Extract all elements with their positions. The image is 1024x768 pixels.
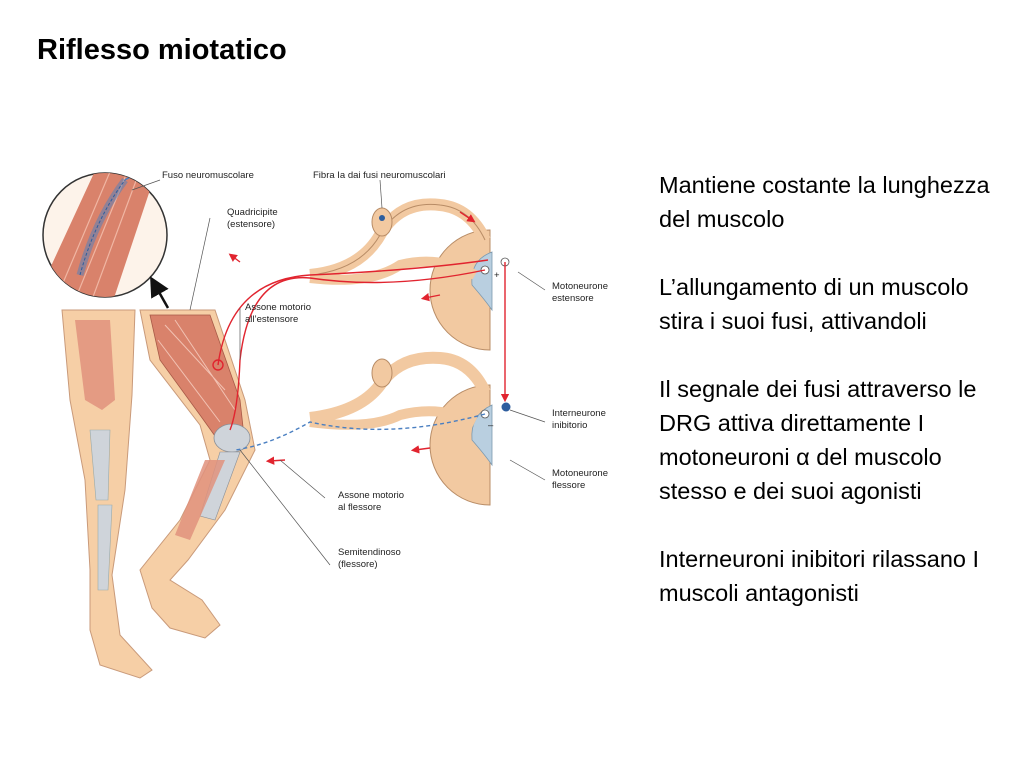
label-fibra: Fibra Ia dai fusi neuromuscolari <box>313 170 446 181</box>
paragraph-1: Mantiene costante la lunghezza del musco… <box>659 172 990 232</box>
label-semitendinoso-sub: (flessore) <box>338 559 378 570</box>
label-motoneurone-est-sub: estensore <box>552 293 594 304</box>
label-fuso: Fuso neuromuscolare <box>162 170 254 181</box>
label-assone-fl-sub: al flessore <box>338 502 381 513</box>
leader-lines <box>131 179 546 566</box>
axons <box>217 211 510 465</box>
label-assone-est-sub: all’estensore <box>245 314 298 325</box>
paragraph-2: L’allungamento di un muscolo stira i suo… <box>659 274 969 334</box>
label-semitendinoso: Semitendinoso <box>338 547 401 558</box>
label-quadricipite: Quadricipite <box>227 207 278 218</box>
label-interneurone: Interneurone <box>552 408 606 419</box>
label-motoneurone-fl-sub: flessore <box>552 480 585 491</box>
label-quadricipite-sub: (estensore) <box>227 219 275 230</box>
paragraph-3-before: Il segnale dei fusi attraverso le DRG at… <box>659 376 977 470</box>
spindle-magnification <box>42 172 170 309</box>
nerve-roots <box>309 198 491 430</box>
label-motoneurone-est: Motoneurone <box>552 281 608 292</box>
spinal-cord-lower: – <box>429 384 511 506</box>
alpha-symbol: α <box>796 444 810 470</box>
paragraph-3: Il segnale dei fusi attraverso le DRG at… <box>659 372 1004 508</box>
label-interneurone-sub: inibitorio <box>552 420 587 431</box>
inhibitory-sign: – <box>488 420 494 431</box>
label-assone-est: Assone motorio <box>245 302 311 313</box>
leg-illustration <box>61 309 256 679</box>
excitatory-sign: + <box>494 270 500 281</box>
label-motoneurone-fl: Motoneurone <box>552 468 608 479</box>
paragraph-3-after: del muscolo stesso e dei suoi agonisti <box>659 444 942 504</box>
spinal-cord-upper: + <box>429 229 510 351</box>
bullet-text-block: Mantiene costante la lunghezza del musco… <box>659 168 1004 610</box>
paragraph-4: Interneuroni inibitori rilassano I musco… <box>659 546 980 606</box>
label-assone-fl: Assone motorio <box>338 490 404 501</box>
slide-title: Riflesso miotatico <box>37 34 287 66</box>
figure-labels: Fuso neuromuscolare Fibra Ia dai fusi ne… <box>162 170 608 570</box>
stretch-reflex-figure: + – <box>40 160 630 720</box>
